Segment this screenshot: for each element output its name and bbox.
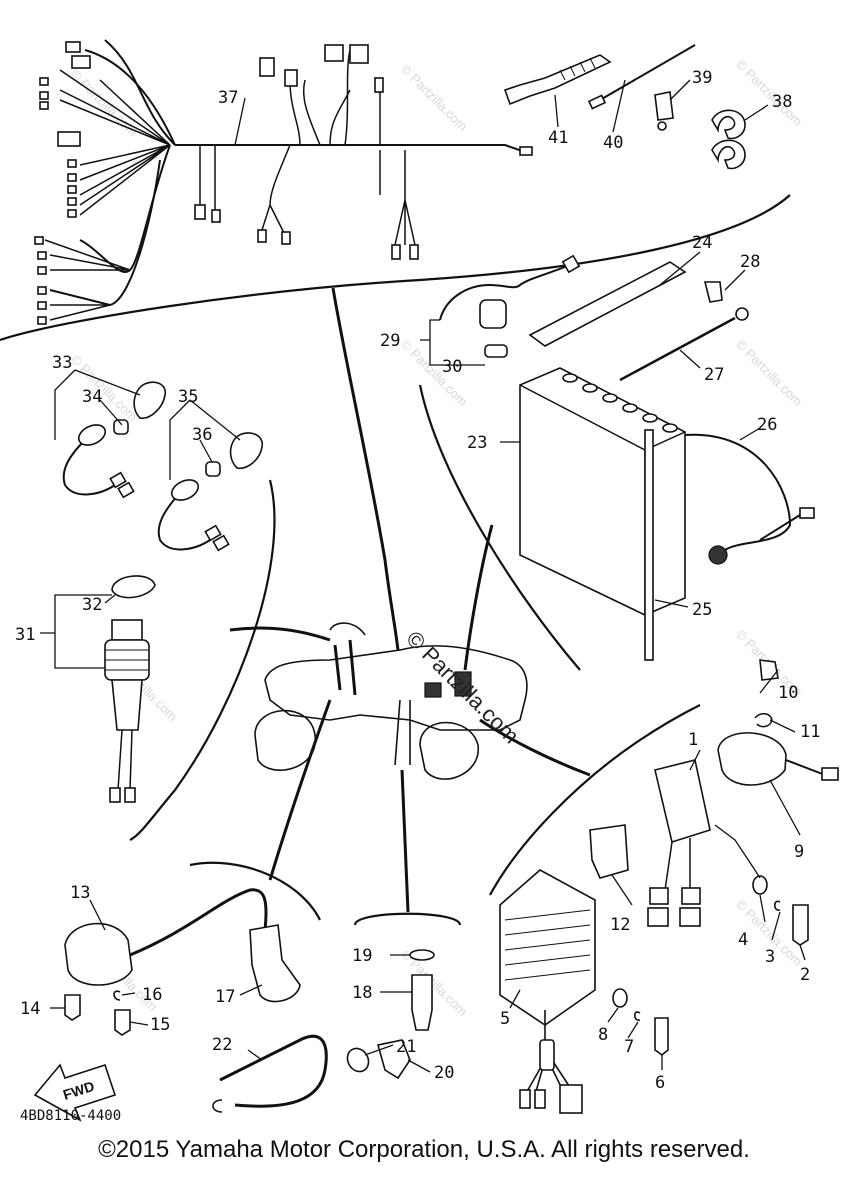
callout-18: 18 [352, 983, 372, 1003]
battery-caps [562, 373, 678, 433]
callout-29: 29 [380, 331, 400, 351]
watermarks: © Partzilla.com © Partzilla.com © Partzi… [68, 57, 806, 1020]
callout-32: 32 [82, 595, 102, 615]
copyright-notice: ©2015 Yamaha Motor Corporation, U.S.A. A… [98, 1136, 750, 1163]
callout-20: 20 [434, 1063, 454, 1083]
forward-arrow: FWD [33, 1063, 117, 1122]
callout-9: 9 [794, 842, 804, 862]
callout-33: 33 [52, 353, 72, 373]
callout-27: 27 [704, 365, 724, 385]
atv-silhouette [254, 622, 528, 780]
callout-15: 15 [150, 1015, 170, 1035]
callout-23: 23 [467, 433, 487, 453]
callout-10: 10 [778, 683, 798, 703]
plug-caps [62, 381, 263, 552]
watermark: © Partzilla.com [398, 62, 471, 135]
watermark: © Partzilla.com [398, 947, 471, 1020]
callout-37: 37 [218, 88, 238, 108]
callout-7: 7 [624, 1037, 634, 1057]
callout-21: 21 [396, 1037, 416, 1057]
callout-34: 34 [82, 387, 102, 407]
main-switch [104, 575, 156, 803]
callout-8: 8 [598, 1025, 608, 1045]
strap-clamps [503, 44, 746, 170]
callout-25: 25 [692, 600, 712, 620]
pointer-lines [229, 287, 591, 913]
callout-6: 6 [655, 1073, 665, 1093]
callout-41: 41 [548, 128, 568, 148]
callout-12: 12 [610, 915, 630, 935]
callout-16: 16 [142, 985, 162, 1005]
callout-4: 4 [738, 930, 748, 950]
part-code-label: 4BD8110-4400 [20, 1108, 122, 1124]
callout-3: 3 [765, 947, 775, 967]
callout-35: 35 [178, 387, 198, 407]
callout-22: 22 [212, 1035, 232, 1055]
callout-39: 39 [692, 68, 712, 88]
callout-labels: 37 41 40 39 38 24 28 29 30 27 23 26 25 3… [15, 68, 820, 1093]
battery-assembly [439, 254, 815, 661]
callout-38: 38 [772, 92, 792, 112]
wire-harness [34, 39, 533, 325]
callout-26: 26 [757, 415, 777, 435]
callout-5: 5 [500, 1009, 510, 1029]
section-dividers [0, 194, 791, 926]
callout-31: 31 [15, 625, 35, 645]
parts-diagram: © Partzilla.com © Partzilla.com © Partzi… [0, 39, 839, 1122]
watermark: © Partzilla.com [733, 337, 806, 410]
callout-14: 14 [20, 999, 40, 1019]
electrical-components [499, 659, 839, 1114]
callout-11: 11 [800, 722, 820, 742]
connector-icons [34, 77, 77, 325]
callout-2: 2 [800, 965, 810, 985]
callout-36: 36 [192, 425, 212, 445]
callout-13: 13 [70, 883, 90, 903]
callout-40: 40 [603, 133, 623, 153]
callout-30: 30 [442, 357, 462, 377]
watermark: © Partzilla.com [68, 352, 141, 425]
ignition-parts [64, 888, 435, 1113]
leader-lines [40, 79, 806, 1073]
callout-17: 17 [215, 987, 235, 1007]
callout-1: 1 [688, 730, 698, 750]
callout-19: 19 [352, 946, 372, 966]
callout-24: 24 [692, 233, 712, 253]
callout-28: 28 [740, 252, 760, 272]
